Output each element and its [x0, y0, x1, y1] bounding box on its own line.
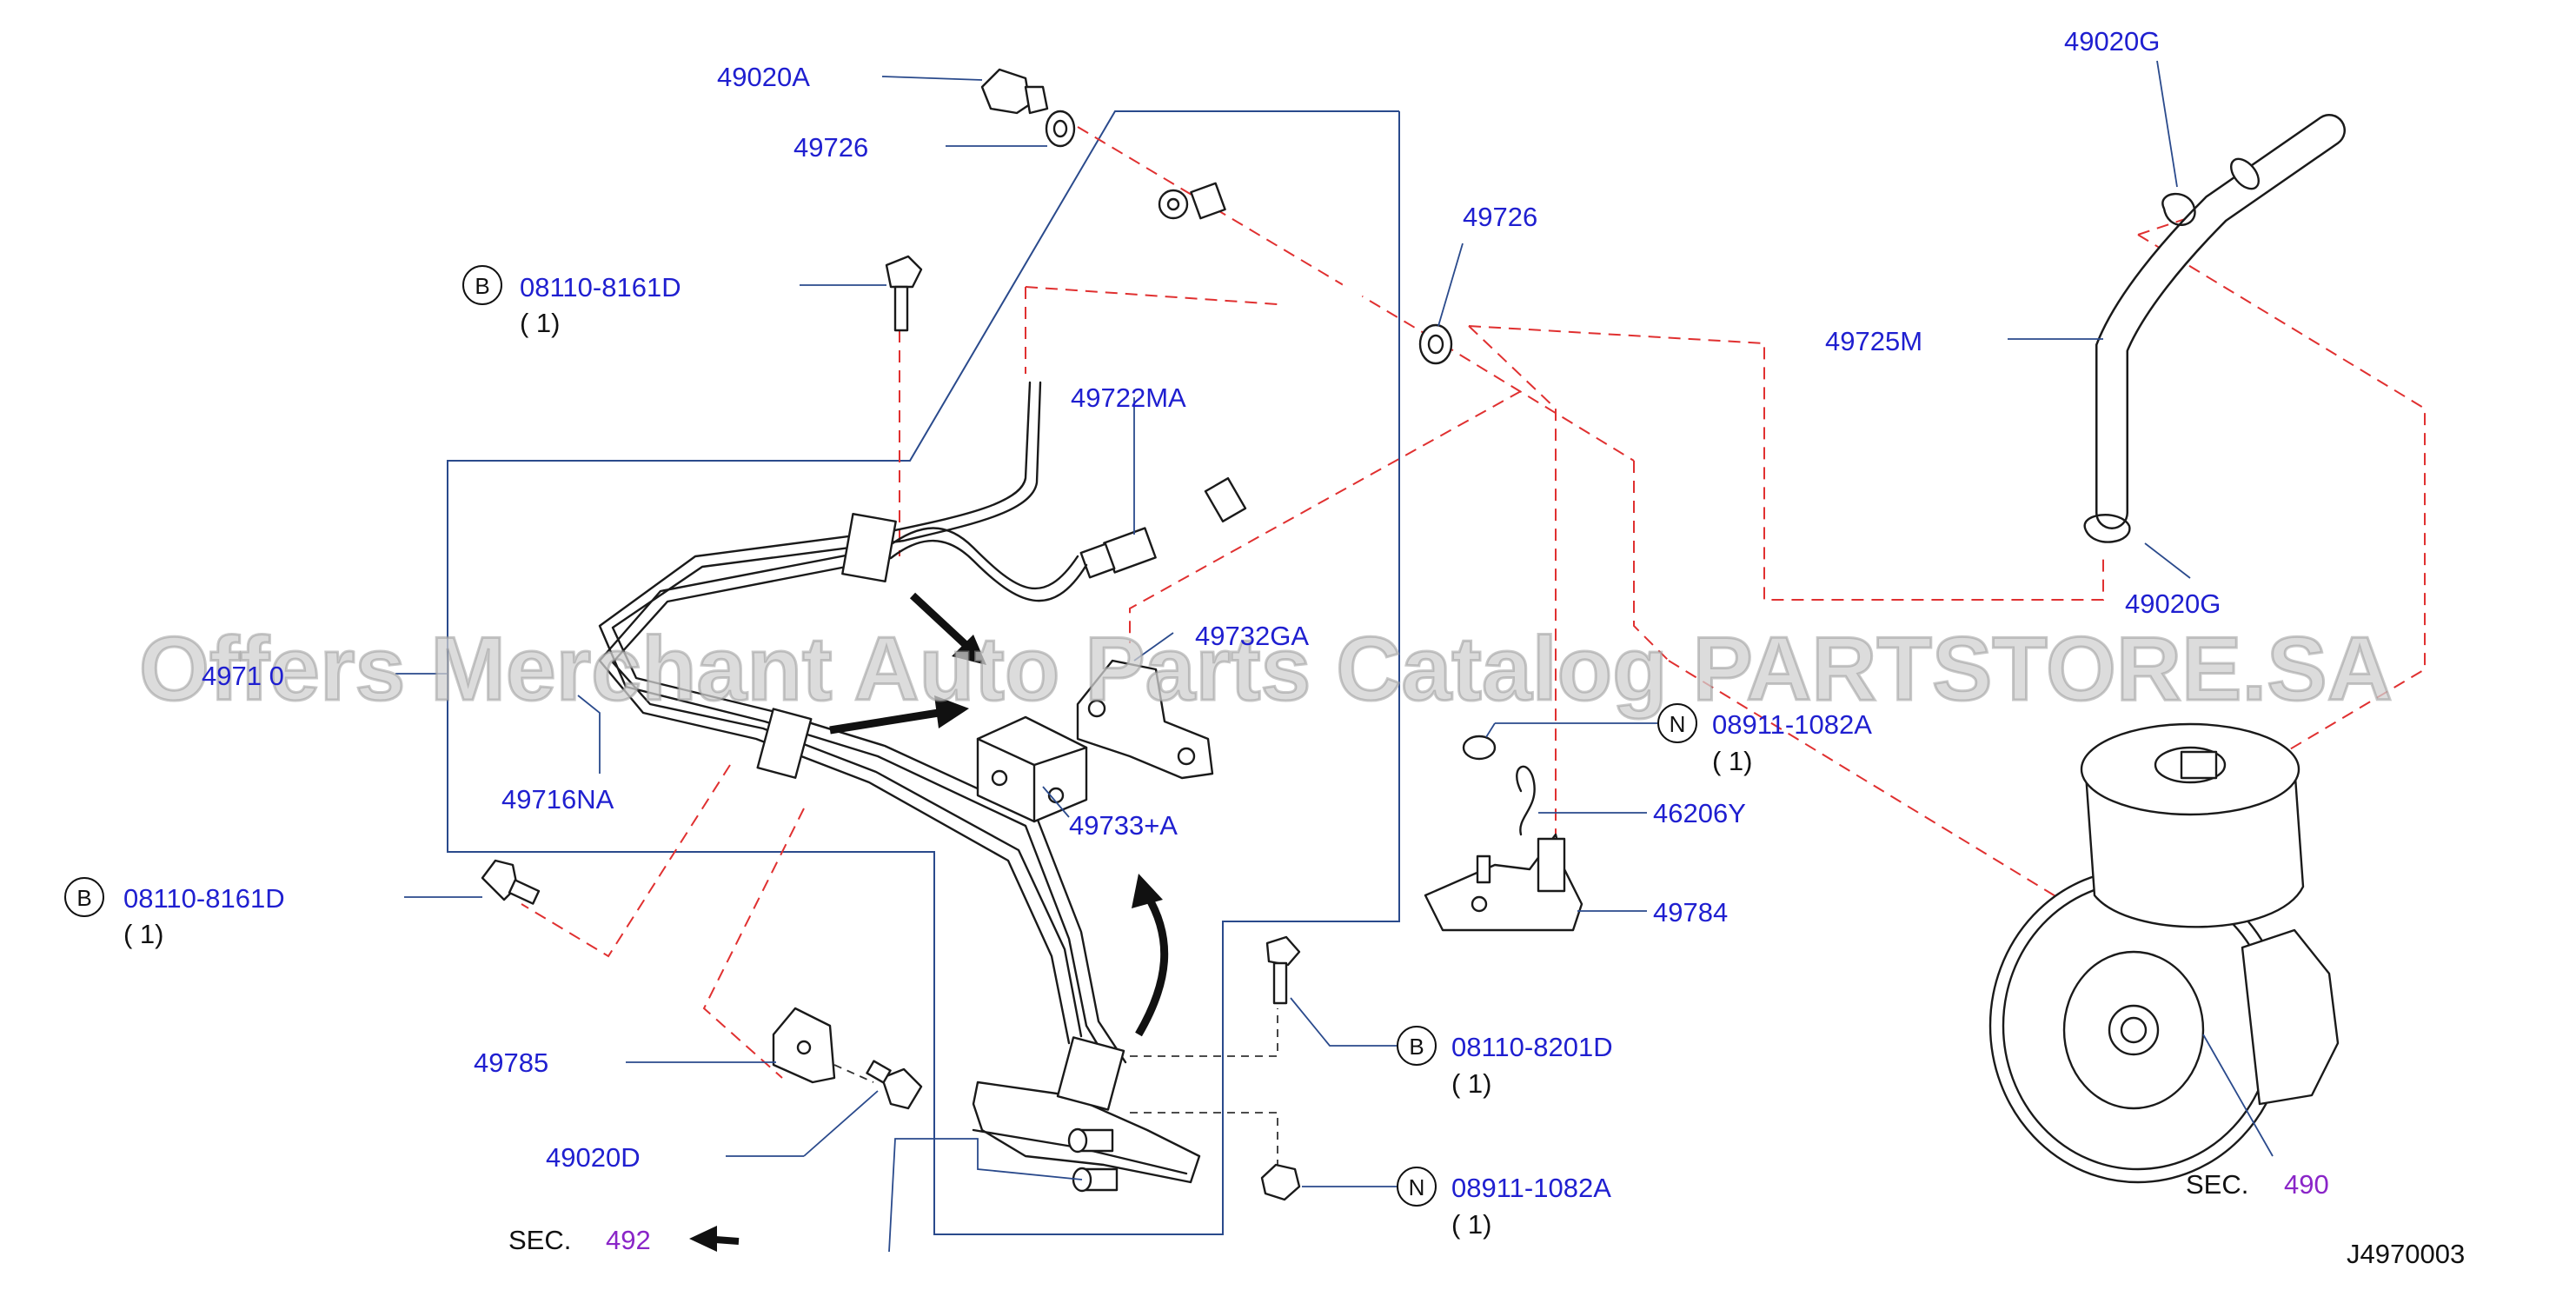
pressure-hose — [1079, 161, 1368, 579]
banjo-bolt-49020A-icon — [980, 68, 1032, 115]
callout-qty: ( 1) — [1712, 746, 1753, 776]
bracket-49784 — [1424, 735, 1583, 932]
callout-bolt-left[interactable]: B 08110-8161D ( 1) — [64, 877, 285, 949]
nut-badge-icon — [1397, 1167, 1437, 1207]
label-49020D[interactable]: 49020D — [546, 1142, 641, 1173]
bracket-49732GA — [1076, 659, 1214, 780]
callout-number: 08911-1082A — [1451, 1173, 1611, 1203]
reservoir-hose — [2083, 114, 2346, 543]
hardware — [481, 68, 1453, 1201]
diagram-code: J4970003 — [2347, 1239, 2465, 1269]
callout-number: 08110-8201D — [1451, 1032, 1613, 1062]
direction-arrows — [689, 592, 1169, 1252]
alignment-lines — [521, 126, 2426, 1079]
label-49716NA[interactable]: 49716NA — [501, 784, 614, 815]
section-prefix: SEC. — [2186, 1169, 2248, 1200]
tube-assembly — [598, 381, 1201, 1193]
label-49784[interactable]: 49784 — [1653, 897, 1728, 928]
label-49020G-top[interactable]: 49020G — [2064, 26, 2160, 57]
callout-badge: N — [1409, 1174, 1425, 1200]
watermark: Offers Merchant Auto Parts Catalog PARTS… — [139, 619, 2393, 720]
callout-qty: ( 1) — [520, 308, 561, 338]
section-number-link[interactable]: 490 — [2284, 1169, 2329, 1200]
label-49733A[interactable]: 49733+A — [1069, 810, 1178, 841]
callout-badge: B — [1409, 1034, 1424, 1060]
part-labels: 49020A 49726 49726 49722MA 49732GA 4971 … — [202, 26, 2221, 1173]
label-49785[interactable]: 49785 — [474, 1047, 548, 1078]
leader-lines — [395, 60, 2274, 1253]
callout-qty: ( 1) — [1451, 1068, 1492, 1099]
callout-qty: ( 1) — [1451, 1209, 1492, 1240]
label-49725M[interactable]: 49725M — [1825, 326, 1922, 356]
guide-lines — [833, 1008, 1278, 1165]
bracket-49785 — [772, 1007, 836, 1084]
callout-number: 08110-8161D — [520, 272, 681, 303]
callout-badge: N — [1670, 711, 1686, 737]
callout-number: 08911-1082A — [1712, 709, 1872, 740]
label-49020G-bottom[interactable]: 49020G — [2125, 588, 2221, 619]
label-49732GA[interactable]: 49732GA — [1195, 621, 1309, 651]
section-ref-490[interactable]: SEC. 490 — [2186, 1169, 2329, 1200]
label-46206Y[interactable]: 46206Y — [1653, 798, 1746, 828]
nut-badge-icon — [1657, 703, 1697, 743]
bolt-badge-icon — [462, 265, 502, 305]
callout-badge: B — [76, 885, 91, 911]
label-49722MA[interactable]: 49722MA — [1071, 382, 1186, 413]
label-49726-top[interactable]: 49726 — [793, 132, 868, 163]
callout-badge: B — [475, 273, 489, 299]
label-49020A[interactable]: 49020A — [717, 62, 810, 92]
callout-bolt-top[interactable]: B 08110-8161D ( 1) — [462, 265, 681, 338]
callout-qty: ( 1) — [123, 919, 164, 949]
callout-bolt-bottom[interactable]: B 08110-8201D ( 1) — [1397, 1026, 1613, 1099]
callout-nut-right[interactable]: N 08911-1082A ( 1) — [1657, 703, 1872, 776]
label-49710[interactable]: 4971 0 — [202, 661, 284, 691]
callout-number: 08110-8161D — [123, 883, 285, 914]
bolt-badge-icon — [64, 877, 104, 917]
power-steering-pump — [1988, 722, 2340, 1184]
clamp-49733A — [976, 715, 1088, 823]
callout-nut-bottom[interactable]: N 08911-1082A ( 1) — [1397, 1167, 1611, 1240]
section-number-link[interactable]: 492 — [606, 1225, 651, 1255]
label-49726-mid[interactable]: 49726 — [1463, 202, 1537, 232]
assembly-frame — [447, 110, 1400, 1235]
bolt-badge-icon — [1397, 1026, 1437, 1066]
section-prefix: SEC. — [508, 1225, 571, 1255]
section-ref-492[interactable]: SEC. 492 — [508, 1225, 651, 1255]
